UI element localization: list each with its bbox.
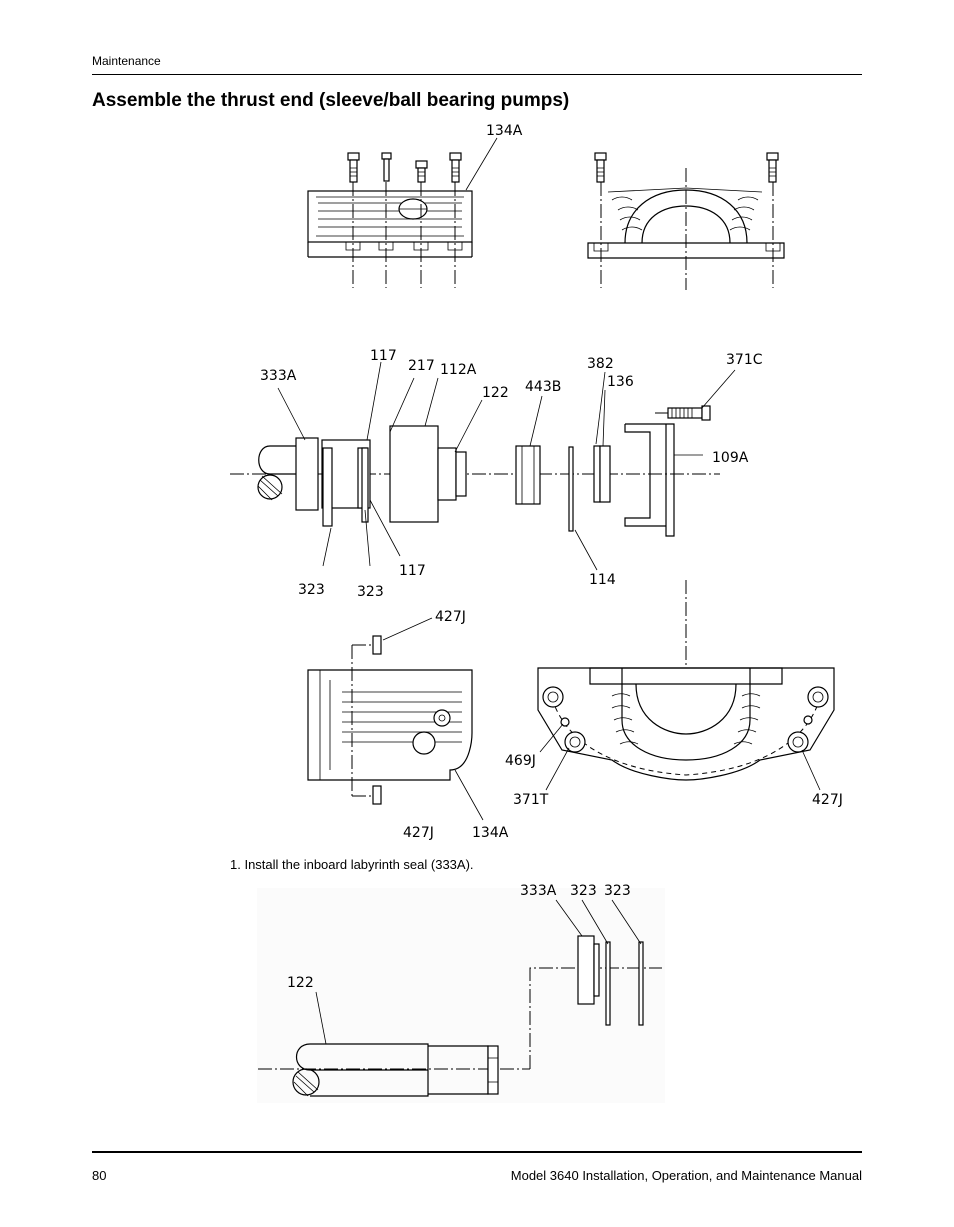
bearing-housing-side-view xyxy=(307,137,498,288)
fig2-label-323-right: 323 xyxy=(604,883,631,899)
bearing-housing-end-view xyxy=(587,152,785,290)
housing-bolts-side-view xyxy=(307,617,484,821)
housing-bolt xyxy=(381,152,392,182)
label-217: 217 xyxy=(408,358,435,374)
label-333a: 333A xyxy=(260,368,297,384)
label-427j-bottom: 427J xyxy=(403,825,434,841)
label-469j: 469J xyxy=(505,753,536,769)
page-number: 80 xyxy=(92,1168,107,1183)
label-371t: 371T xyxy=(513,792,549,808)
step-1-instruction: 1. Install the inboard labyrinth seal (3… xyxy=(230,857,474,872)
labyrinth-seal-install-figure xyxy=(257,888,665,1103)
label-114: 114 xyxy=(589,572,616,588)
label-122: 122 xyxy=(482,385,509,401)
page-title: Assemble the thrust end (sleeve/ball bea… xyxy=(92,90,570,111)
label-136: 136 xyxy=(607,374,634,390)
label-117-bottom: 117 xyxy=(399,563,426,579)
label-117-top: 117 xyxy=(370,348,397,364)
header-section: Maintenance xyxy=(92,54,161,68)
label-427j-right: 427J xyxy=(812,792,843,808)
label-109a: 109A xyxy=(712,450,749,466)
shaft-assembly-exploded-view xyxy=(230,361,736,571)
label-382: 382 xyxy=(587,356,614,372)
fig2-label-122: 122 xyxy=(287,975,314,991)
label-134a-top: 134A xyxy=(486,123,523,139)
housing-bolts-end-view xyxy=(537,580,835,791)
label-443b: 443B xyxy=(525,379,561,395)
manual-title: Model 3640 Installation, Operation, and … xyxy=(510,1168,862,1183)
label-323-left: 323 xyxy=(298,582,325,598)
fig2-label-323-left: 323 xyxy=(570,883,597,899)
housing-bolt xyxy=(347,152,360,183)
label-323-mid: 323 xyxy=(357,584,384,600)
footer-rule xyxy=(92,1151,862,1153)
label-427j-top: 427J xyxy=(435,609,466,625)
housing-bolt xyxy=(449,152,462,183)
housing-bolt xyxy=(415,160,428,183)
header-rule xyxy=(92,74,862,75)
label-371c: 371C xyxy=(726,352,763,368)
fig2-label-333a: 333A xyxy=(520,883,557,899)
label-112a: 112A xyxy=(440,362,477,378)
label-134a-bottom: 134A xyxy=(472,825,509,841)
